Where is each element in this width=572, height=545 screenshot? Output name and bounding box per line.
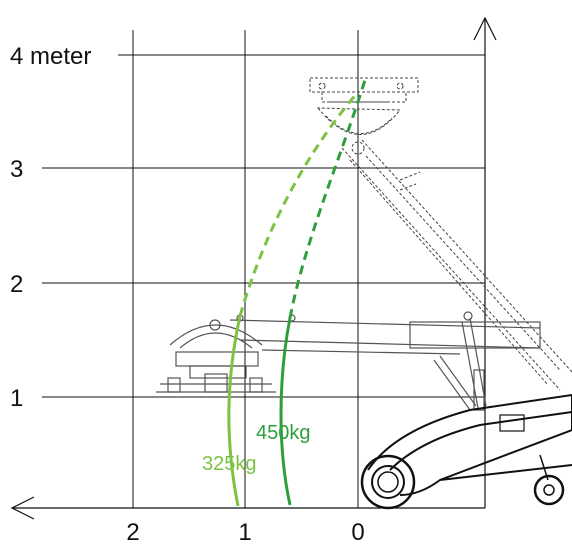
x-axis-arrow-icon <box>10 496 35 520</box>
x-label-0: 0 <box>351 519 364 545</box>
curve-325kg-dashed <box>238 91 360 317</box>
y-label-1: 1 <box>10 385 23 412</box>
y-label-4: 4 meter <box>10 43 91 70</box>
wheel-rear <box>533 474 565 506</box>
wheel-front <box>360 454 416 510</box>
y-label-2: 2 <box>10 271 23 298</box>
reach-curves <box>227 79 367 507</box>
curve-450kg-solid <box>279 317 292 506</box>
y-axis-arrow-icon <box>473 16 497 41</box>
y-label-3: 3 <box>10 156 23 183</box>
curve-label-450kg: 450kg <box>256 422 311 444</box>
curve-label-325kg: 325kg <box>202 453 257 475</box>
mast <box>433 311 487 411</box>
boom-raised <box>309 77 572 391</box>
x-label-2: 2 <box>126 519 139 545</box>
axes <box>10 16 497 520</box>
curve-325kg-solid <box>227 315 242 507</box>
x-label-1: 1 <box>238 519 251 545</box>
axis-labels: 4 meter 3 2 1 2 1 0 <box>10 43 365 545</box>
curve-450kg-dashed <box>288 79 367 319</box>
boom-horizontal <box>156 314 541 393</box>
chassis <box>367 393 572 496</box>
